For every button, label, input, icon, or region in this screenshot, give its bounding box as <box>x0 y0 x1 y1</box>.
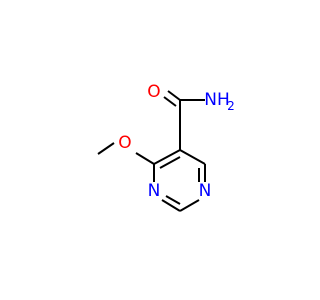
bond-c-o-carbonyl-double <box>163 96 177 107</box>
bond-n1-c2 <box>179 199 200 212</box>
atom-o-carbonyl-label: O <box>147 82 160 102</box>
atom-n-ring-left-label: N <box>148 181 161 201</box>
bond-c4-o-methoxy <box>135 152 155 165</box>
structure-drawing: NH 2 O O N N <box>97 82 235 212</box>
bond-c5-c6 <box>179 149 206 165</box>
atom-nh2-subscript: 2 <box>227 99 235 113</box>
atom-n-ring-right-label: N <box>199 181 212 201</box>
molecule-canvas: NH 2 O O N N <box>97 82 235 212</box>
bond-c4-c5-double <box>159 156 181 169</box>
bond-c2-n3 <box>161 199 181 212</box>
bond-c2-n3-double <box>165 195 181 205</box>
bond-c-o-carbonyl <box>167 90 181 101</box>
bond-c4-c5 <box>153 149 181 165</box>
bond-o-ch3 <box>97 142 115 155</box>
atom-nh2-label: NH <box>204 90 230 110</box>
atom-o-methoxy-label: O <box>118 133 131 153</box>
